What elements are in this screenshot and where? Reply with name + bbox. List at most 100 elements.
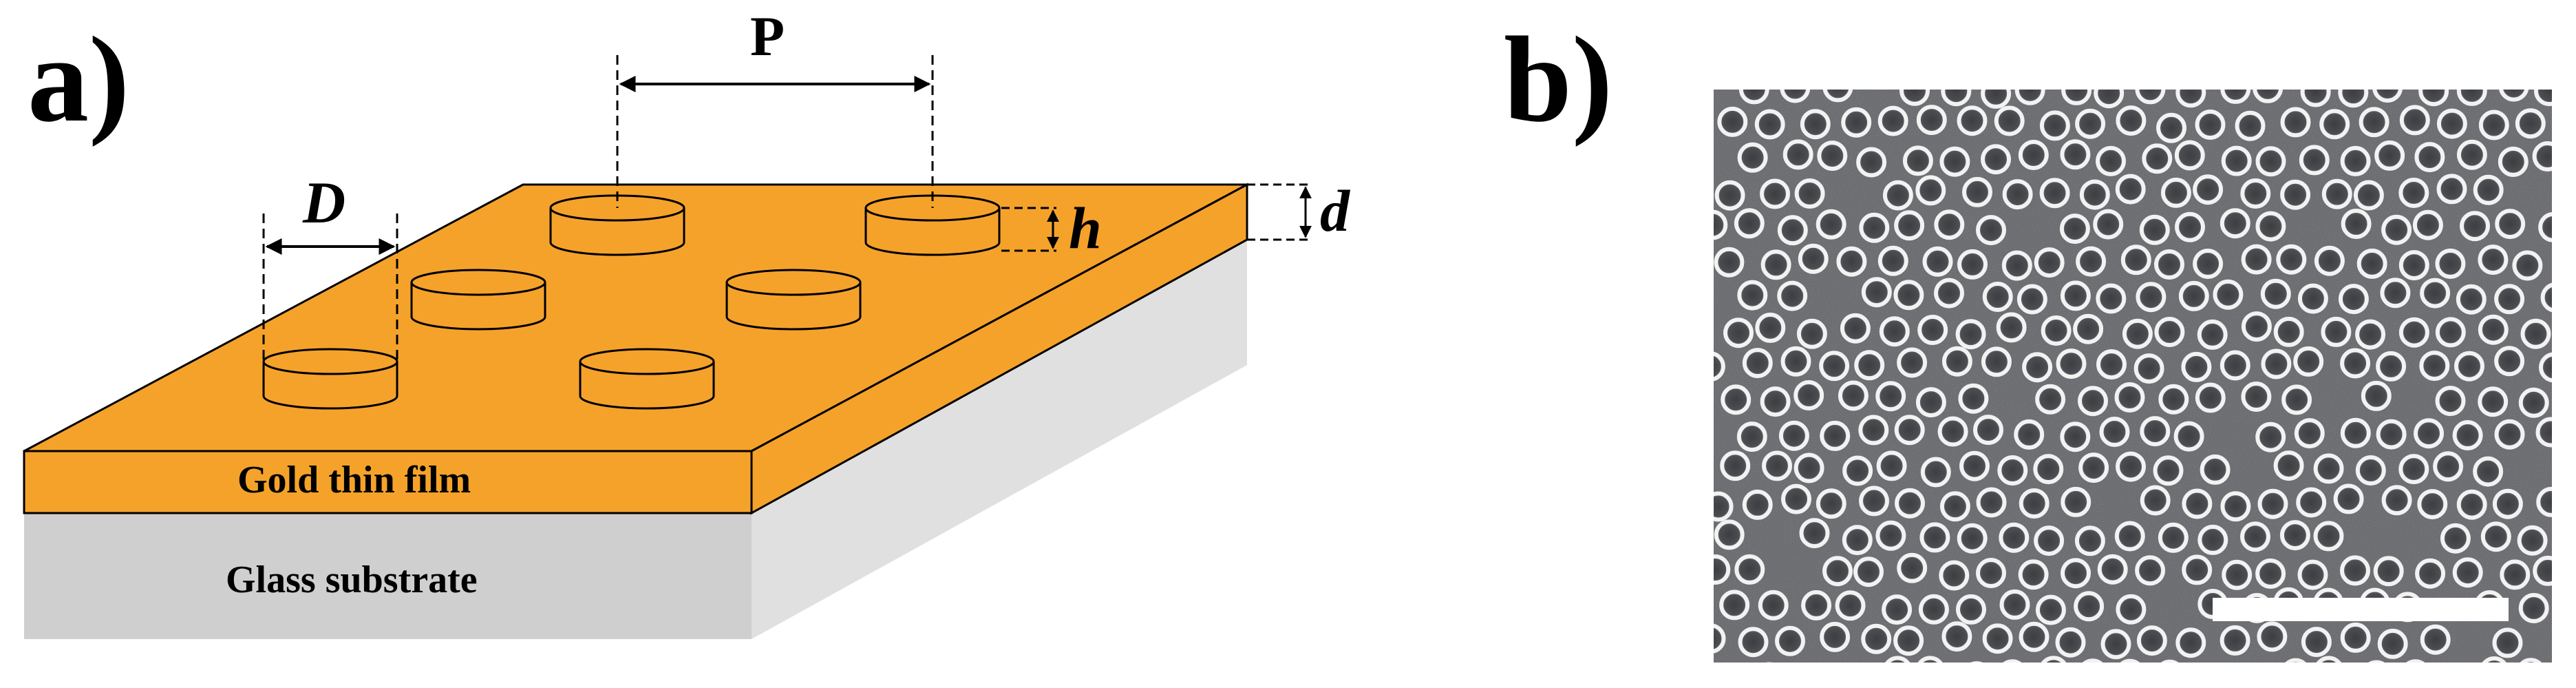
sem-particle: [2135, 555, 2166, 586]
sem-particle: [1714, 623, 1726, 654]
sem-particle: [2355, 455, 2386, 486]
nanodisk: [864, 194, 1001, 256]
sem-particle: [2281, 384, 2312, 415]
sem-particle: [1957, 249, 1988, 280]
sem-particle: [2433, 451, 2464, 482]
sem-particle: [1782, 139, 1813, 170]
sem-particle: [2035, 594, 2066, 625]
sem-particle: [2452, 557, 2483, 588]
sem-particle: [1835, 590, 1866, 621]
sem-particle: [1742, 348, 1773, 379]
period-label: P: [750, 5, 785, 67]
sem-particle: [2078, 386, 2108, 417]
sem-particle: [1960, 44, 1986, 70]
sem-particle: [2419, 351, 2450, 382]
sem-particle: [2539, 352, 2552, 383]
sem-particle: [2356, 248, 2387, 279]
sem-particle: [2313, 453, 2344, 484]
sem-particle: [2482, 656, 2506, 663]
sem-particle: [1799, 518, 1830, 549]
sem-particle: [1723, 317, 1754, 348]
sem-particle: [2096, 283, 2127, 314]
sem-particle: [2083, 39, 2109, 65]
sem-particle: [2213, 279, 2244, 310]
sem-particle: [1973, 415, 2003, 446]
sem-particle: [2193, 249, 2224, 279]
sem-particle: [2520, 318, 2551, 349]
sem-particle: [1777, 215, 1808, 246]
glass-layer-label: Glass substrate: [226, 559, 478, 601]
sem-particle: [1981, 346, 2012, 377]
sem-particle: [2454, 351, 2484, 382]
sem-particle: [2034, 247, 2065, 278]
sem-particle: [2456, 489, 2487, 520]
sem-particle: [1714, 247, 1745, 278]
panel-b: b): [1504, 11, 2576, 663]
sem-particle: [1999, 589, 2030, 620]
sem-particle: [2398, 250, 2429, 281]
sem-particle: [1970, 661, 1983, 663]
sem-particle: [1801, 590, 1832, 621]
sem-particle: [1893, 280, 1924, 311]
sem-particle: [2563, 457, 2576, 483]
sem-particle: [1714, 491, 1734, 522]
sem-particle: [1777, 280, 1808, 311]
sem-particle: [2321, 316, 2352, 347]
sem-particle: [2041, 315, 2072, 346]
height-dimension: h: [1001, 195, 1102, 261]
sem-particle: [2255, 421, 2286, 452]
thickness-dimension: d: [1247, 178, 1351, 244]
sem-particle: [2478, 386, 2509, 417]
sem-particle: [2175, 211, 2205, 242]
sem-particle: [2220, 625, 2250, 656]
sem-particle: [1854, 350, 1885, 381]
sem-particle: [2293, 346, 2324, 377]
sem-particle: [2398, 41, 2424, 67]
sem-particle: [1859, 486, 1889, 517]
sem-particle: [1962, 176, 1992, 207]
sem-particle: [1714, 554, 1731, 585]
sem-particle: [1996, 312, 2027, 343]
sem-particle: [1714, 209, 1728, 240]
sem-particle: [2536, 486, 2552, 517]
sem-particle: [2533, 555, 2552, 586]
sem-particle: [2435, 248, 2466, 279]
sem-particle: [1816, 488, 1846, 519]
sem-particle: [2118, 41, 2144, 67]
sem-particle: [1822, 90, 1853, 103]
sem-particle: [2338, 284, 2369, 315]
sem-particle: [1894, 210, 1925, 241]
sem-particle: [1734, 208, 1765, 239]
sem-particle: [2300, 90, 2331, 107]
diameter-label: D: [302, 169, 345, 236]
sem-particle: [2257, 488, 2288, 519]
sem-particle: [2319, 109, 2350, 140]
gold-layer-label: Gold thin film: [237, 459, 471, 501]
sem-particle: [2200, 454, 2231, 485]
sem-particle: [1822, 556, 1853, 587]
sem-particle: [2492, 627, 2523, 658]
nanodisk: [725, 269, 862, 331]
sem-particle: [2420, 278, 2451, 309]
sem-particle: [2003, 659, 2022, 663]
sem-particle: [1920, 457, 1951, 488]
nanodisk-array: [262, 194, 1001, 410]
sem-particle: [2082, 658, 2103, 663]
sem-particle: [2478, 110, 2509, 140]
sem-particle: [1714, 519, 1745, 550]
sem-particle: [2418, 90, 2449, 107]
sem-particle: [2135, 90, 2166, 105]
sem-particle: [2478, 244, 2509, 275]
sem-particle: [2060, 421, 2091, 452]
sem-particle: [2139, 214, 2170, 245]
sem-particle: [2055, 627, 2086, 658]
sem-particle: [2160, 177, 2191, 208]
sem-particle: [2495, 209, 2526, 240]
sem-particle: [2512, 250, 2543, 281]
sem-particle: [2043, 41, 2069, 67]
thickness-label: d: [1320, 178, 1351, 244]
sem-particle: [2532, 141, 2552, 171]
sem-particle: [1840, 313, 1871, 344]
sem-particle: [2297, 559, 2328, 590]
